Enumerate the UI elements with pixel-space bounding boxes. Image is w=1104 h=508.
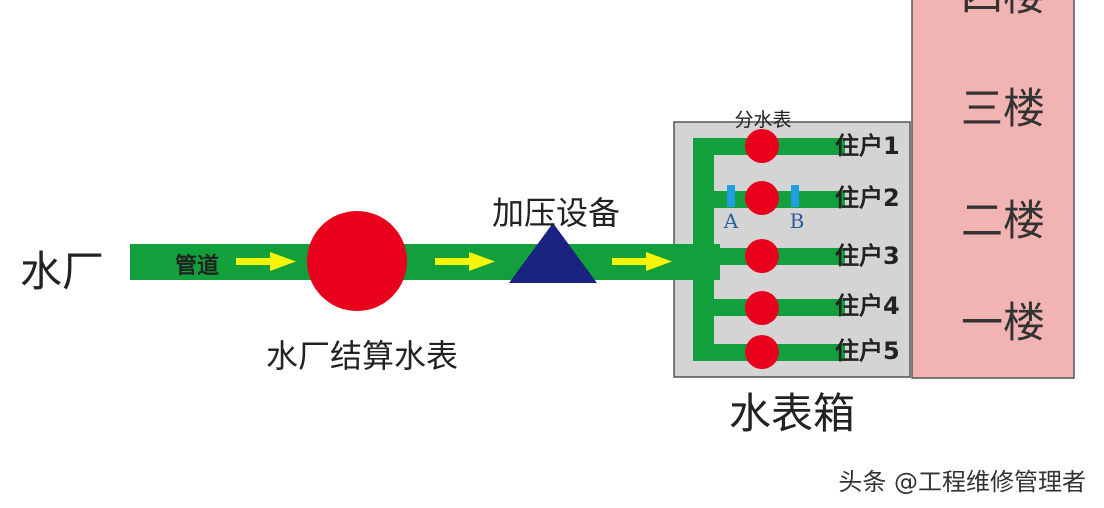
floor-label-3: 三楼 [961,84,1045,133]
pipe-label: 管道 [175,253,219,279]
valve-a [727,185,735,207]
sub-meter-label: 分水表 [734,109,791,131]
flow-arrow-1 [236,252,296,271]
floor-label-2: 二楼 [961,196,1045,245]
meter-box-label: 水表箱 [729,389,855,438]
building-block [911,0,1075,379]
flow-arrow-2 [435,252,495,271]
sub-meter-1 [745,129,779,163]
manifold-vertical [693,141,714,361]
sub-meter-4 [745,291,779,325]
sub-meter-2 [745,181,779,215]
household-label-3: 住户3 [835,242,900,270]
water-plant-label: 水厂 [20,247,104,296]
plant-meter-label: 水厂结算水表 [266,337,458,375]
flow-arrow-3 [612,252,672,271]
valve-b [791,185,799,207]
household-label-1: 住户1 [835,132,900,160]
watermark: 头条 @工程维修管理者 [838,468,1086,496]
valve-a-label: A [723,209,739,233]
valve-b-label: B [790,209,805,233]
sub-meter-3 [745,239,779,273]
booster-device [509,223,597,283]
sub-meter-5 [745,335,779,369]
plant-meter [307,211,407,311]
branch-pipe-3 [714,248,845,265]
household-label-5: 住户5 [835,337,900,365]
booster-label: 加压设备 [492,194,620,232]
household-label-2: 住户2 [835,184,900,212]
floor-label-1: 一楼 [961,298,1045,347]
household-label-4: 住户4 [835,292,900,320]
floor-label-4: 四楼 [961,0,1045,20]
